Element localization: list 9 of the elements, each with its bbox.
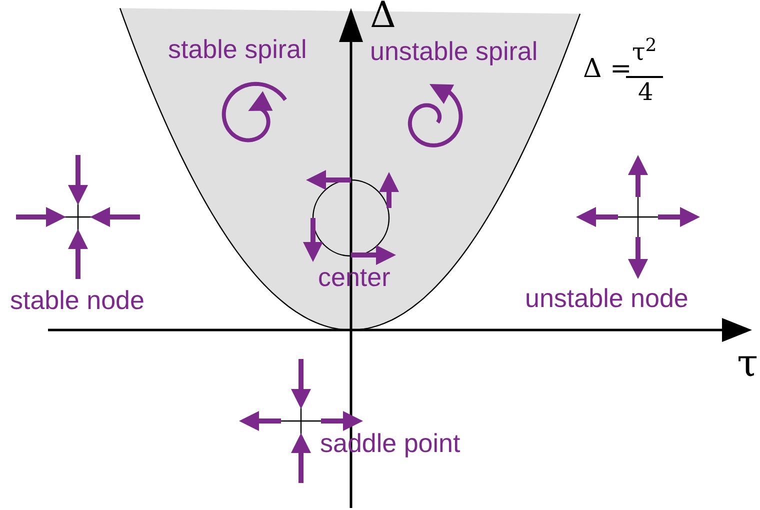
formula-text: τ$^{2}$	[632, 40, 657, 64]
region-label: unstable spiral	[370, 38, 538, 64]
region-label: stable node	[10, 287, 144, 313]
axis-label: Δ	[370, 0, 396, 34]
formula-text: 4	[638, 80, 654, 104]
region-label: unstable node	[525, 285, 688, 311]
axis-label: τ	[737, 344, 758, 382]
formula-text: Δ =	[583, 56, 632, 82]
region-label: stable spiral	[168, 36, 307, 62]
